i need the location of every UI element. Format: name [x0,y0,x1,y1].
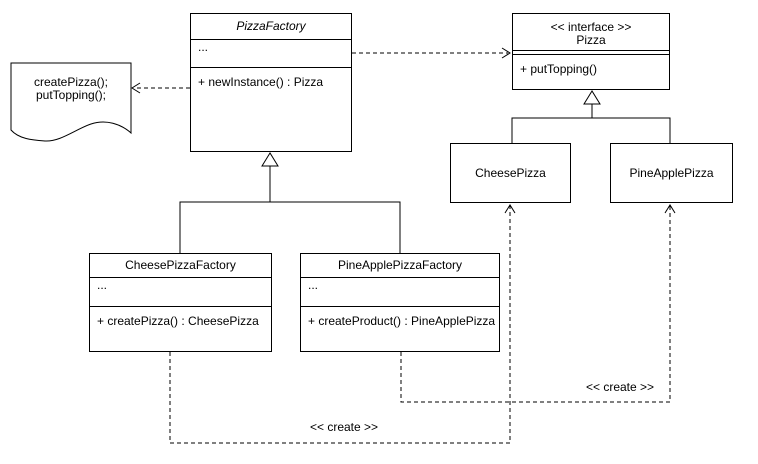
class-pizzafactory-attributes: ... [191,40,351,68]
create-label-cheese: << create >> [309,420,379,434]
generalization-branch-factories [179,201,401,253]
class-cheesepizzafactory: CheesePizzaFactory ... + createPizza() :… [89,253,272,352]
class-cheesepizza-name: CheesePizza [475,165,546,180]
class-pineapplepizzafactory-methods: + createProduct() : PineApplePizza [308,314,496,328]
open-arrowhead-left-icon [131,82,141,94]
class-pizza-interface-name: Pizza [576,33,606,47]
class-pineapplepizza: PineApplePizza [610,143,733,203]
class-pizzafactory-title: PizzaFactory [191,14,351,40]
class-cheesepizzafactory-attributes: ... [90,278,271,307]
open-arrowhead-up-pineapple-icon [664,204,676,214]
class-pineapplepizzafactory-attributes: ... [301,278,499,307]
class-pizzafactory: PizzaFactory ... + newInstance() : Pizza [190,13,352,152]
class-cheesepizzafactory-title: CheesePizzaFactory [90,254,271,278]
class-pineapplepizzafactory-title: PineApplePizzaFactory [301,254,499,278]
class-pizza-interface-empty-section [513,51,669,55]
note-shape [10,62,132,142]
class-pizza-interface-methods: + putTopping() [520,62,598,76]
class-pizza-interface-stereotype: << interface >> [550,20,632,34]
note: createPizza(); putTopping(); [11,76,131,102]
class-pizzafactory-methods: + newInstance() : Pizza [198,75,324,89]
class-pizza-interface: << interface >> Pizza + putTopping() [512,13,670,90]
create-label-pineapple: << create >> [585,380,655,394]
create-line-pineapplefactory-to-pineapplepizza [400,206,671,403]
open-arrowhead-up-cheese-icon [504,204,516,214]
note-line: createPizza(); [33,75,109,89]
class-cheesepizza: CheesePizza [450,143,571,203]
class-cheesepizzafactory-methods: + createPizza() : CheesePizza [97,314,259,328]
class-pizza-interface-header: << interface >> Pizza [513,14,669,51]
create-line-cheesefactory-to-cheesepizza [169,206,511,444]
open-arrowhead-right-icon [501,47,511,59]
generalization-triangle-pizzafactory-icon [261,152,279,167]
class-pineapplepizza-name: PineApplePizza [629,165,714,180]
note-line: putTopping(); [35,88,107,102]
generalization-branch-pizzas [511,117,671,143]
generalization-triangle-pizza-icon [583,90,601,105]
class-pineapplepizzafactory: PineApplePizzaFactory ... + createProduc… [300,253,500,352]
